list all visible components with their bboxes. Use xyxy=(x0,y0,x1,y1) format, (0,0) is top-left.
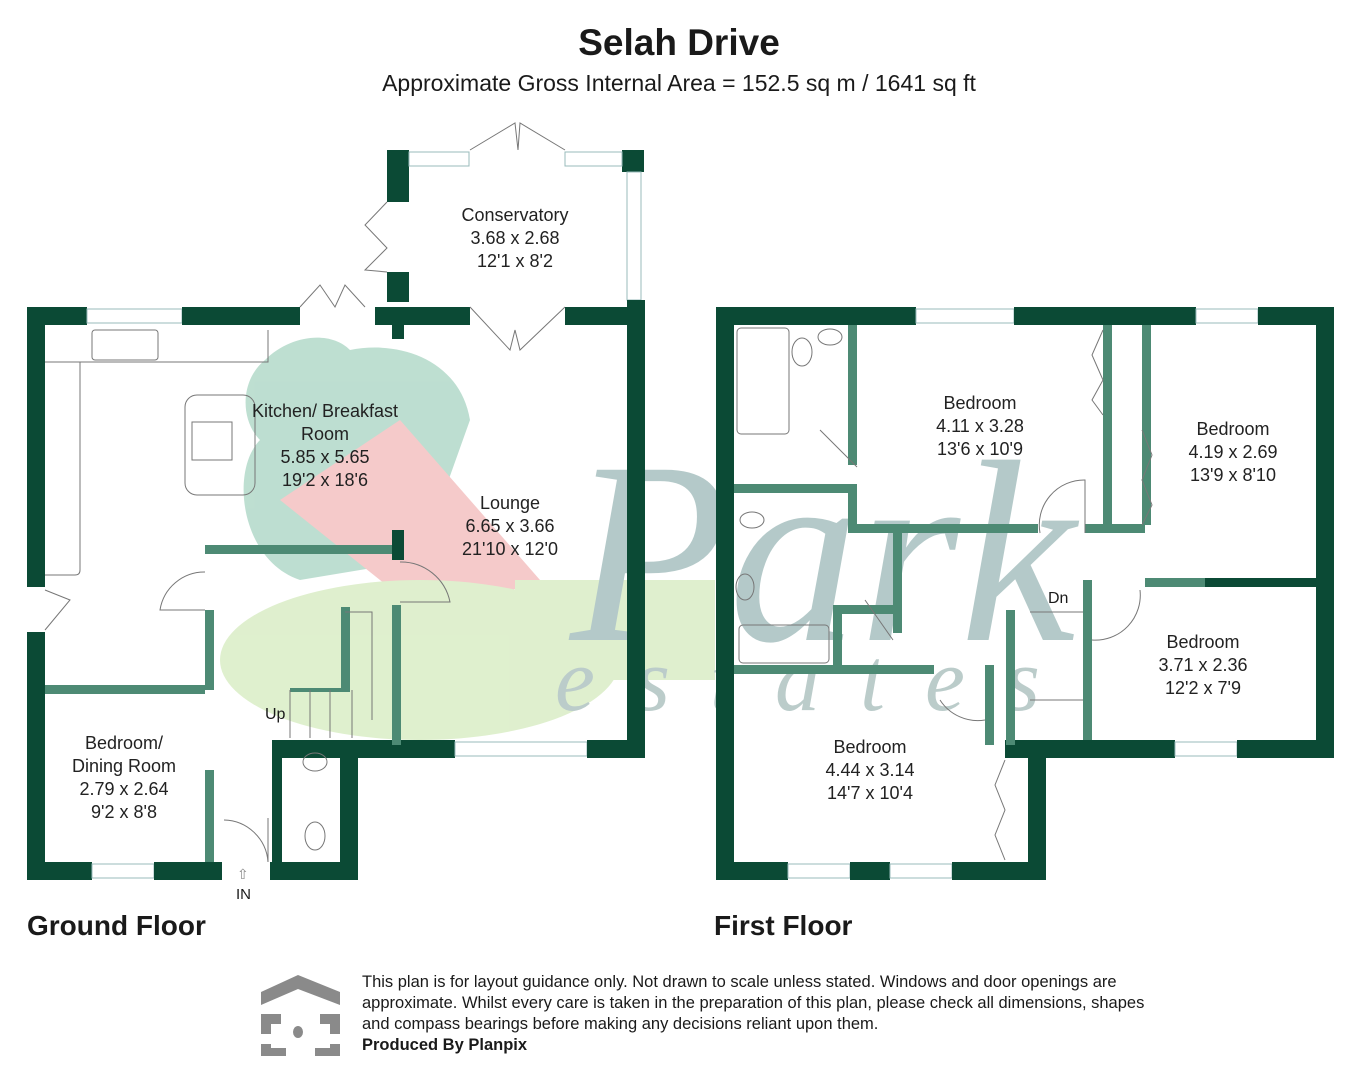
room-name: Bedroom xyxy=(833,737,907,757)
room-metric: 4.11 x 3.28 xyxy=(936,416,1024,436)
room-metric: 3.71 x 2.36 xyxy=(1158,655,1248,675)
room-name: Bedroom xyxy=(1196,419,1270,439)
room-imperial: 14'7 x 10'4 xyxy=(827,783,913,803)
room-imperial: 13'9 x 8'10 xyxy=(1190,465,1276,485)
room-imperial: 12'2 x 7'9 xyxy=(1165,678,1241,698)
room-conservatory: Conservatory 3.68 x 2.68 12'1 x 8'2 xyxy=(445,204,585,273)
room-bedroom-2: Bedroom 4.19 x 2.69 13'9 x 8'10 xyxy=(1163,418,1303,487)
room-metric: 4.19 x 2.69 xyxy=(1188,442,1278,462)
planpix-logo-icon xyxy=(261,975,340,1056)
producer-credit: Produced By Planpix xyxy=(362,1036,528,1054)
first-floor-walls xyxy=(716,307,1334,880)
room-name: Lounge xyxy=(479,493,541,513)
stairs-up-label: Up xyxy=(265,706,286,723)
room-name: Bedroom xyxy=(943,393,1017,413)
room-metric: 3.68 x 2.68 xyxy=(470,228,560,248)
room-imperial: 19'2 x 18'6 xyxy=(282,470,368,490)
area-subtitle: Approximate Gross Internal Area = 152.5 … xyxy=(382,70,976,96)
room-metric: 6.65 x 3.66 xyxy=(465,516,555,536)
room-lounge: Lounge 6.65 x 3.66 21'10 x 12'0 xyxy=(445,492,575,561)
watermark-brand: Park xyxy=(566,409,1082,697)
ground-floor-label: Ground Floor xyxy=(27,910,206,941)
room-name: Kitchen/ Breakfast Room xyxy=(251,401,399,444)
room-bedroom-3: Bedroom 3.71 x 2.36 12'2 x 7'9 xyxy=(1133,631,1273,700)
entrance-label: IN xyxy=(236,886,251,903)
room-bedroom-dining: Bedroom/ Dining Room 2.79 x 2.64 9'2 x 8… xyxy=(64,732,184,824)
room-metric: 5.85 x 5.65 xyxy=(280,447,370,467)
entrance-arrow-icon: ⇧ xyxy=(237,866,249,882)
room-imperial: 12'1 x 8'2 xyxy=(477,251,553,271)
room-name: Bedroom xyxy=(1166,632,1240,652)
disclaimer: This plan is for layout guidance only. N… xyxy=(362,972,1152,1056)
room-name: Conservatory xyxy=(461,205,569,225)
first-floor-label: First Floor xyxy=(714,910,853,941)
room-metric: 4.44 x 3.14 xyxy=(825,760,915,780)
page-title: Selah Drive xyxy=(578,22,780,63)
disclaimer-text: This plan is for layout guidance only. N… xyxy=(362,973,1145,1033)
room-imperial: 9'2 x 8'8 xyxy=(91,802,157,822)
room-metric: 2.79 x 2.64 xyxy=(79,779,169,799)
room-bedroom-1: Bedroom 4.11 x 3.28 13'6 x 10'9 xyxy=(910,392,1050,461)
stairs-down-label: Dn xyxy=(1048,590,1069,607)
room-imperial: 21'10 x 12'0 xyxy=(462,539,558,559)
room-bedroom-4: Bedroom 4.44 x 3.14 14'7 x 10'4 xyxy=(800,736,940,805)
room-name: Bedroom/ Dining Room xyxy=(71,733,177,776)
room-imperial: 13'6 x 10'9 xyxy=(937,439,1023,459)
room-kitchen: Kitchen/ Breakfast Room 5.85 x 5.65 19'2… xyxy=(245,400,405,492)
ground-floor-walls xyxy=(27,122,645,880)
